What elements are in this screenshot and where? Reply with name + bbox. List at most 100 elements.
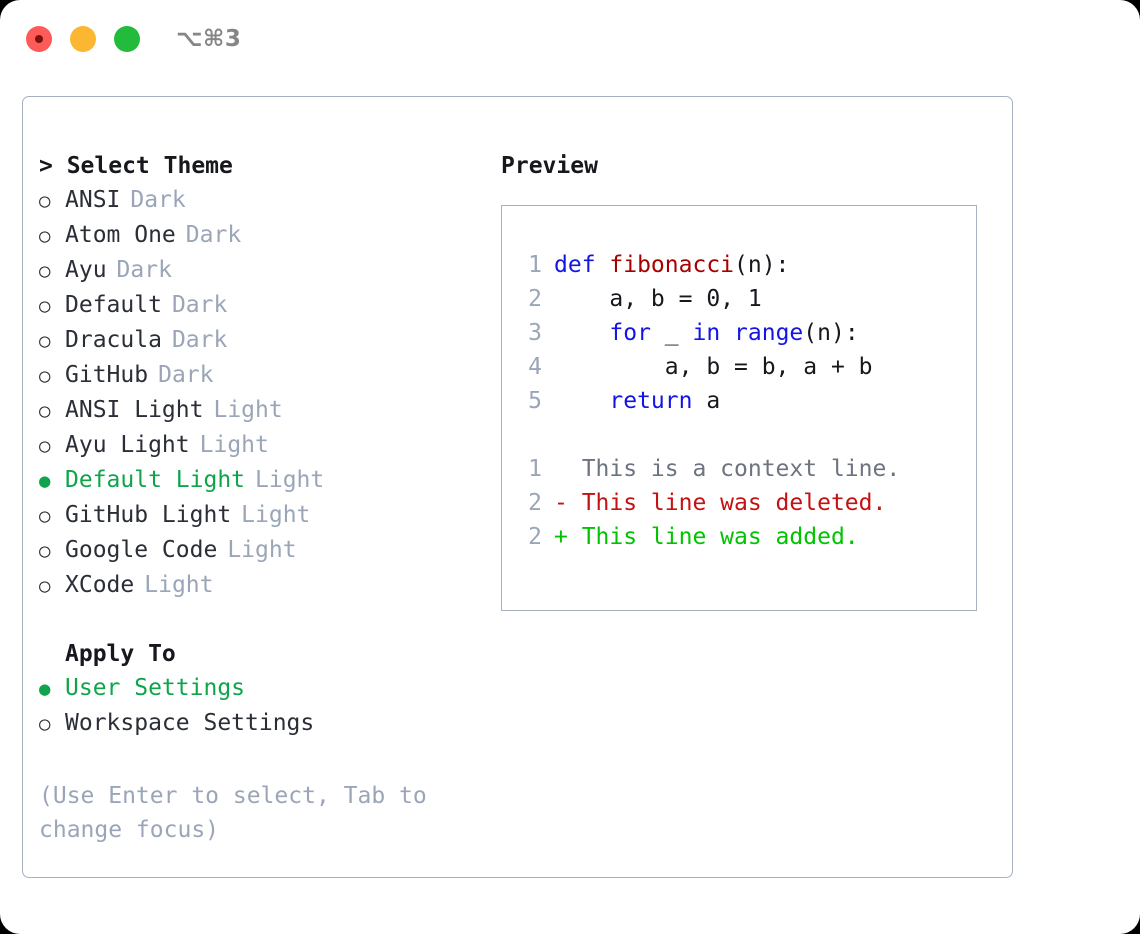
theme-option-label: Default Light: [65, 467, 246, 493]
code-token-plain: [554, 384, 609, 418]
code-token-kw: return: [609, 388, 693, 414]
code-token-kw: in: [692, 320, 721, 346]
diff-line-text-del: - This line was deleted.: [554, 490, 887, 516]
theme-option-label: ANSI Light: [65, 397, 204, 423]
keyboard-hint-text: (Use Enter to select, Tab to change focu…: [39, 783, 427, 843]
theme-option-3[interactable]: ○ Default Dark: [39, 288, 479, 323]
theme-option-label: GitHub: [65, 362, 149, 388]
code-diff-separator: [516, 418, 900, 452]
theme-option-tag: Light: [241, 502, 311, 528]
apply-to-option-label: User Settings: [65, 675, 246, 701]
theme-option-tag: Dark: [116, 257, 172, 283]
code-line-number: 1: [528, 252, 542, 278]
diff-line-number: 2: [528, 490, 542, 516]
theme-option-6[interactable]: ○ ANSI Light Light: [39, 393, 479, 428]
radio-unselected-icon: ○: [39, 225, 51, 247]
code-line-number: 5: [528, 388, 542, 414]
code-token-plain: (n):: [803, 320, 859, 346]
theme-option-label: Default: [65, 292, 162, 318]
apply-to-list[interactable]: ● User Settings ○ Workspace Settings: [39, 671, 479, 741]
theme-option-4[interactable]: ○ Dracula Dark: [39, 323, 479, 358]
theme-option-1[interactable]: ○ Atom One Dark: [39, 218, 479, 253]
theme-option-8[interactable]: ● Default Light Light: [39, 463, 479, 498]
radio-unselected-icon: ○: [39, 505, 51, 527]
theme-option-label: ANSI: [65, 187, 121, 213]
apply-to-header: Apply To: [65, 641, 176, 667]
radio-unselected-icon: ○: [39, 400, 51, 422]
theme-option-tag: Dark: [185, 222, 242, 248]
maximize-window-button[interactable]: [114, 26, 140, 52]
code-token-kw: for: [609, 320, 651, 346]
radio-unselected-icon: ○: [39, 435, 51, 457]
radio-unselected-icon: ○: [39, 713, 51, 735]
radio-selected-icon: ●: [39, 470, 51, 492]
theme-option-tag: Light: [255, 467, 325, 493]
theme-option-tag: Dark: [171, 327, 228, 353]
select-theme-header: > Select Theme: [39, 153, 233, 179]
diff-line-1: 2 - This line was deleted.: [516, 486, 900, 520]
theme-option-tag: Light: [144, 572, 214, 598]
radio-unselected-icon: ○: [39, 190, 51, 212]
theme-option-tag: Light: [227, 537, 297, 563]
code-token-plain: [554, 316, 609, 350]
preview-header: Preview: [501, 153, 598, 179]
minimize-window-button[interactable]: [70, 26, 96, 52]
theme-option-tag: Dark: [130, 187, 186, 213]
keyboard-shortcut-label: ⌥⌘3: [176, 26, 242, 52]
apply-to-option-label: Workspace Settings: [65, 710, 315, 736]
code-line-number: 3: [528, 320, 542, 346]
theme-option-label: Atom One: [65, 222, 176, 248]
code-token-plain: [720, 316, 734, 350]
radio-unselected-icon: ○: [39, 260, 51, 282]
diff-line-number: 1: [528, 456, 542, 482]
code-line-1: 2 a, b = 0, 1: [516, 282, 900, 316]
code-token-plain: _: [650, 320, 693, 346]
theme-option-label: Dracula: [65, 327, 162, 353]
theme-option-2[interactable]: ○ Ayu Dark: [39, 253, 479, 288]
code-token-plain: a: [692, 388, 721, 414]
code-token-plain: a, b = b, a + b: [554, 354, 873, 380]
code-line-number: 4: [528, 354, 542, 380]
theme-option-label: Ayu: [65, 257, 107, 283]
diff-line-text-context: This is a context line.: [554, 456, 901, 482]
code-token-plain: (n):: [734, 252, 790, 278]
title-bar: ⌥⌘3: [0, 0, 1140, 78]
code-line-3: 4 a, b = b, a + b: [516, 350, 900, 384]
radio-unselected-icon: ○: [39, 295, 51, 317]
theme-option-10[interactable]: ○ Google Code Light: [39, 533, 479, 568]
theme-option-0[interactable]: ○ ANSI Dark: [39, 183, 479, 218]
radio-unselected-icon: ○: [39, 575, 51, 597]
theme-option-tag: Light: [213, 397, 283, 423]
diff-line-number: 2: [528, 524, 542, 550]
window-controls: [26, 26, 140, 52]
theme-option-11[interactable]: ○ XCode Light: [39, 568, 479, 603]
theme-option-label: XCode: [65, 572, 135, 598]
code-line-0: 1 def fibonacci(n):: [516, 248, 900, 282]
code-line-2: 3 for _ in range(n):: [516, 316, 900, 350]
code-token-kw: def: [554, 252, 610, 278]
code-token-kw: range: [734, 320, 804, 346]
code-token-plain: a, b = 0, 1: [554, 286, 762, 312]
code-line-number: 2: [528, 286, 542, 312]
radio-selected-icon: ●: [39, 678, 51, 700]
apply-to-option-1[interactable]: ○ Workspace Settings: [39, 706, 479, 741]
close-window-button[interactable]: [26, 26, 52, 52]
diff-line-text-add: + This line was added.: [554, 524, 859, 550]
code-token-fn: fibonacci: [609, 252, 735, 278]
radio-unselected-icon: ○: [39, 540, 51, 562]
apply-to-option-0[interactable]: ● User Settings: [39, 671, 479, 706]
radio-unselected-icon: ○: [39, 330, 51, 352]
theme-option-tag: Dark: [171, 292, 228, 318]
theme-option-label: Google Code: [65, 537, 218, 563]
